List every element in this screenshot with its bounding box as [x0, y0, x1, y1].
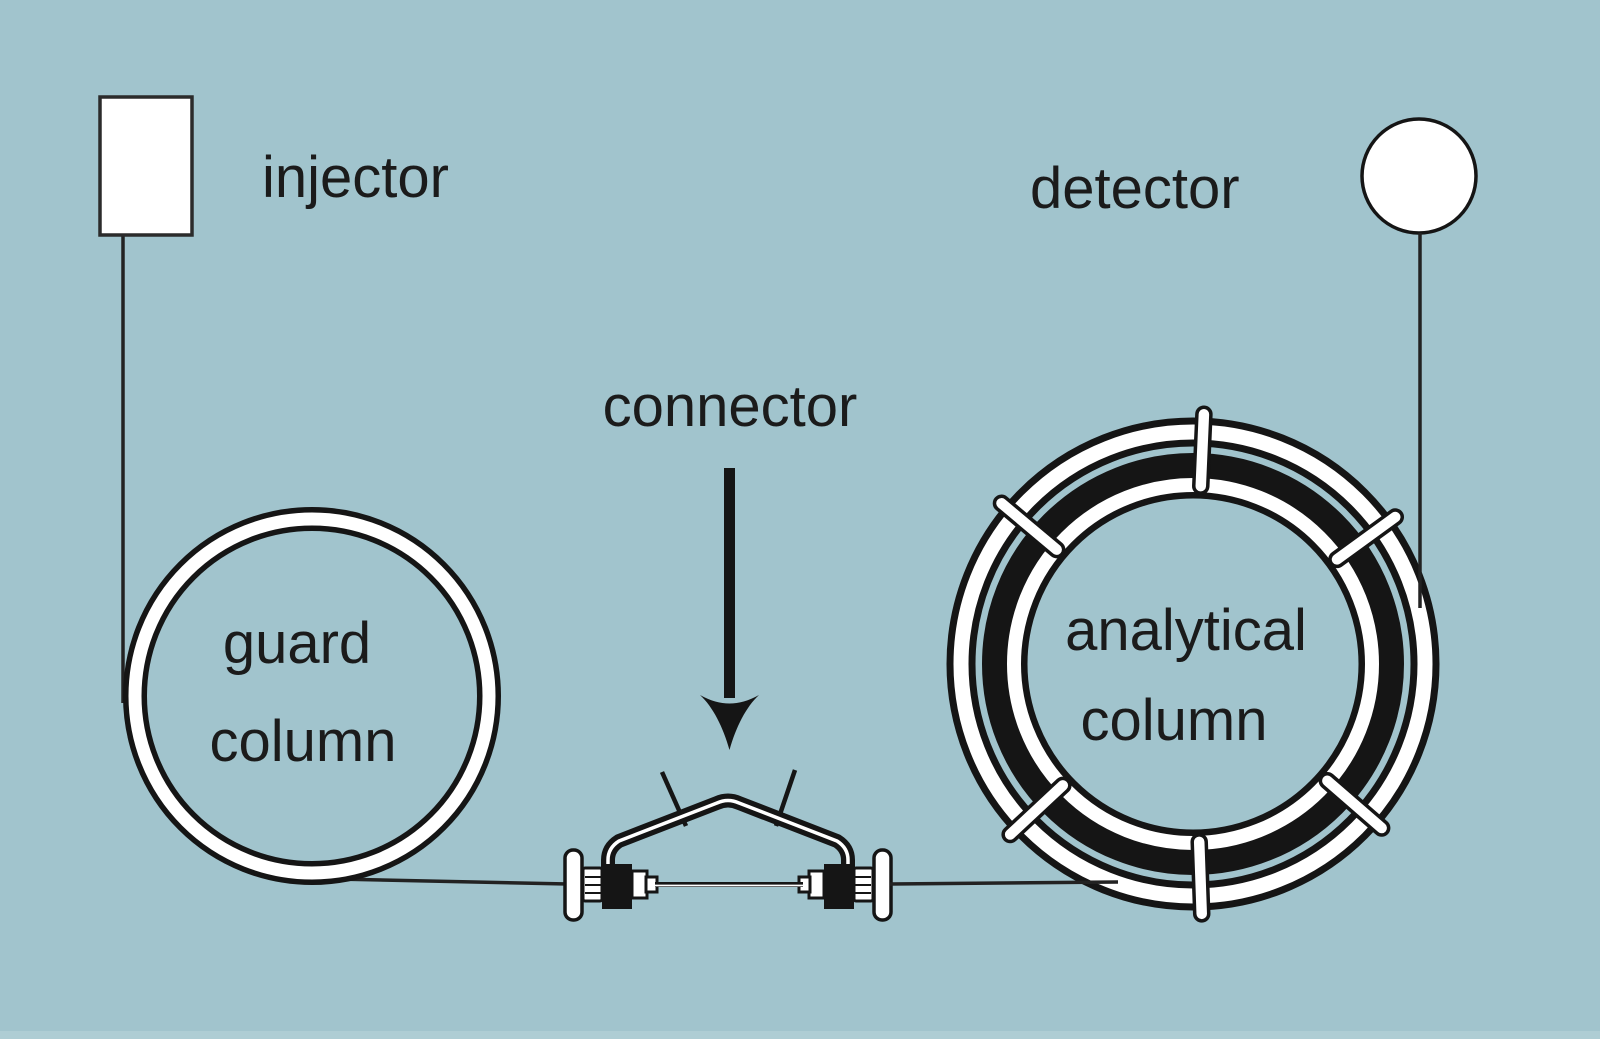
- guard-label-line2: column: [210, 709, 397, 774]
- coil-tick-lower-left: [1001, 776, 1072, 844]
- ferrule-block-left: [602, 864, 632, 909]
- injector-box: [98, 95, 194, 237]
- guard-label-line1: guard: [223, 611, 371, 676]
- guard-column-symbol: [123, 507, 501, 885]
- connector-arrow: [700, 468, 759, 750]
- analytical-label-line2: column: [1081, 688, 1268, 753]
- coil-ticks: [992, 405, 1405, 923]
- analytical-label-line1: analytical: [1065, 598, 1307, 663]
- connector-fitting-right: [797, 848, 893, 922]
- coil-tick-upper-right: [1328, 508, 1405, 569]
- connector-symbol: [563, 769, 893, 922]
- arrow-shaft: [724, 468, 735, 698]
- coil-tick-top: [1192, 405, 1213, 495]
- fitting-flange-right: [872, 848, 893, 922]
- guard-ring-core: [128, 512, 496, 880]
- coil-tick-lower-right: [1318, 772, 1391, 837]
- detector-label: detector: [1030, 156, 1240, 221]
- tubing-connector-to-column: [889, 880, 1119, 886]
- injector-symbol: [98, 95, 194, 237]
- fitting-flange-left: [563, 848, 584, 922]
- ferrule-block-right: [824, 864, 854, 909]
- detector-circle: [1360, 117, 1478, 235]
- coil-tick-upper-left: [992, 494, 1066, 559]
- injector-label: injector: [262, 145, 449, 210]
- coil-tick-bottom: [1190, 833, 1211, 923]
- bottom-edge-strip: [0, 1031, 1600, 1039]
- connector-label: connector: [603, 374, 858, 439]
- connector-tube-core: [606, 798, 850, 872]
- connector-fitting-left: [563, 848, 659, 922]
- coil-inner-edge: [1020, 491, 1366, 837]
- arrow-head: [700, 695, 759, 750]
- detector-symbol: [1360, 117, 1478, 235]
